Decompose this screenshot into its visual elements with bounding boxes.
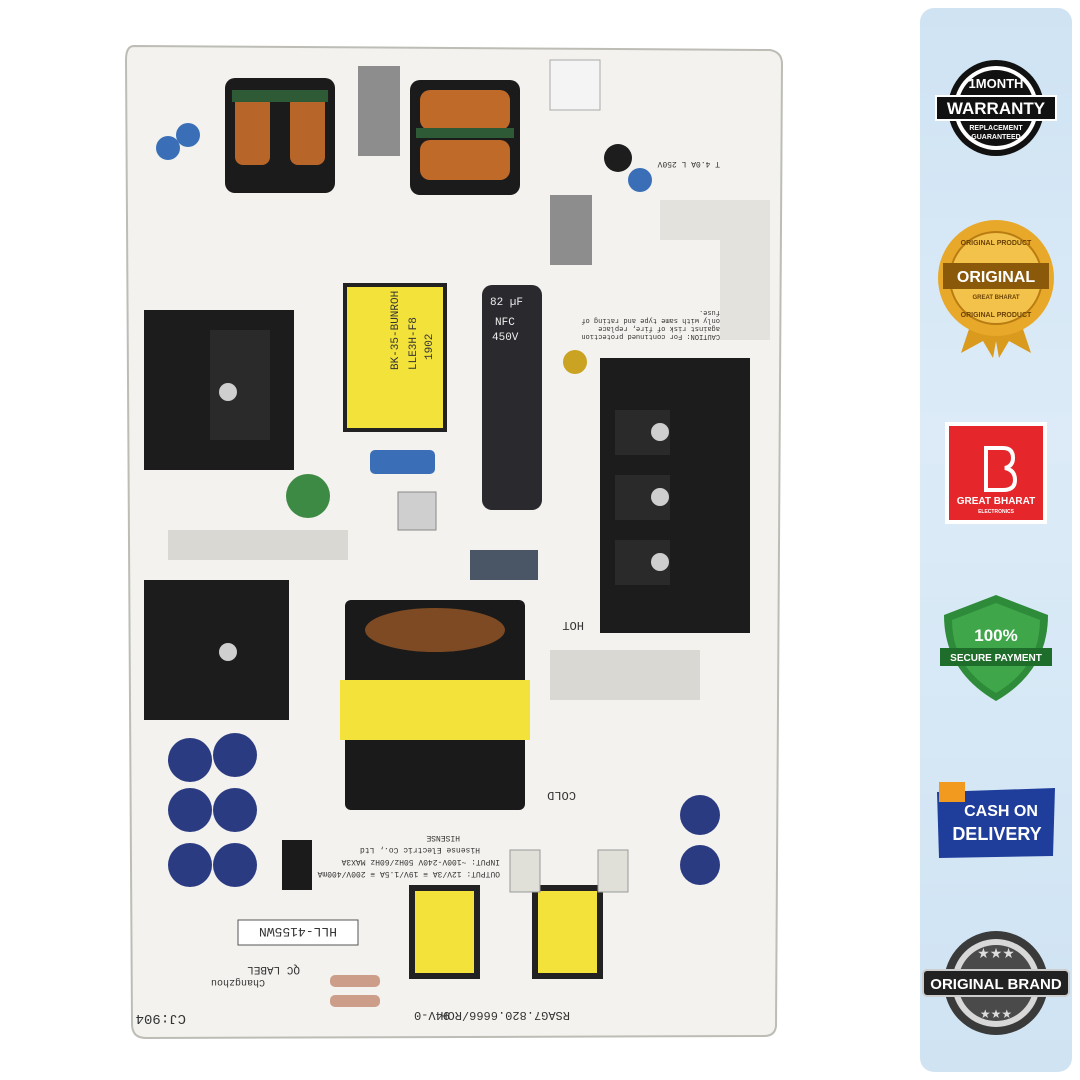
model-text: HLL-4155WN bbox=[259, 924, 337, 939]
standby-transformer bbox=[532, 885, 603, 979]
original-product-badge: ORIGINAL ORIGINAL PRODUCT GREAT BHARAT O… bbox=[920, 213, 1072, 363]
transformer-label: BK-35-BUNROH bbox=[390, 291, 402, 370]
varistor bbox=[286, 474, 330, 518]
svg-text:★★★: ★★★ bbox=[977, 945, 1015, 961]
svg-text:★★★: ★★★ bbox=[980, 1007, 1012, 1021]
corner-code: CJ:904 bbox=[136, 1010, 186, 1026]
qc-label: QC LABEL bbox=[247, 963, 300, 975]
x-capacitor bbox=[358, 66, 400, 156]
heatsink-left-bottom bbox=[144, 580, 289, 720]
resistor bbox=[330, 975, 380, 987]
brand-logo-sub: ELECTRONICS bbox=[978, 509, 1015, 515]
output-capacitors bbox=[168, 733, 257, 887]
pcb-board bbox=[124, 44, 784, 1040]
cap-brand: NFC bbox=[495, 317, 515, 329]
badge-sidebar: 1MONTH WARRANTY REPLACEMENT GUARANTEED O… bbox=[920, 8, 1072, 1072]
opto bbox=[509, 849, 541, 893]
common-mode-choke-left bbox=[225, 78, 335, 193]
cap-voltage: 450V bbox=[492, 332, 519, 344]
star-seal-icon: ★★★ ORIGINAL BRAND ★★★ bbox=[922, 931, 1070, 1035]
standby-transformer bbox=[409, 885, 480, 979]
model-sticker bbox=[237, 919, 359, 946]
output-capacitor bbox=[680, 845, 720, 885]
relay bbox=[397, 491, 437, 531]
screw bbox=[651, 423, 669, 441]
small-capacitor bbox=[563, 350, 587, 374]
screw bbox=[219, 383, 237, 401]
copper-trace-area bbox=[660, 200, 770, 340]
pcb-illustration: BK-35-BUNROH LLE3H-F8 1902 82 µF NFC 450… bbox=[124, 44, 784, 1040]
screw bbox=[219, 643, 237, 661]
brand-logo-name: GREAT BHARAT bbox=[957, 496, 1036, 507]
location-text: Changzhou bbox=[211, 976, 265, 988]
caution-text: CAUTION: For continued protection agains… bbox=[581, 308, 720, 340]
original-main: ORIGINAL bbox=[957, 269, 1035, 286]
green-shield-icon: 100% SECURE PAYMENT bbox=[940, 595, 1052, 701]
brand-line: HISENSE bbox=[426, 833, 460, 842]
secure-payment-badge: 100% SECURE PAYMENT bbox=[920, 593, 1072, 703]
silkscreen-hatch bbox=[168, 530, 348, 560]
brand-text: ORIGINAL BRAND bbox=[930, 976, 1062, 993]
output-line: OUTPUT: 12V/3A ≡ 19V/1.5A ≡ 200V/400mA bbox=[317, 869, 500, 878]
input-line: INPUT: ~100V-240V 50Hz/60Hz MAX3A bbox=[341, 857, 500, 866]
hot-label: HOT bbox=[562, 618, 584, 632]
fuse-text: T 4.0A L 250V bbox=[657, 159, 720, 168]
secure-line2: SECURE PAYMENT bbox=[950, 653, 1042, 664]
original-brand-badge: ★★★ ORIGINAL BRAND ★★★ bbox=[920, 928, 1072, 1038]
maker-line: Hisense Electric Co., Ltd bbox=[360, 845, 480, 854]
transformer-tape bbox=[340, 680, 530, 740]
warranty-line2: WARRANTY bbox=[947, 99, 1046, 118]
output-capacitor bbox=[680, 795, 720, 835]
warranty-line4: GUARANTEED bbox=[971, 134, 1020, 141]
input-connector bbox=[549, 59, 601, 111]
warranty-seal-icon: 1MONTH WARRANTY REPLACEMENT GUARANTEED bbox=[935, 60, 1057, 156]
y-capacitor bbox=[176, 123, 200, 147]
brand-logo-badge: GREAT BHARAT ELECTRONICS bbox=[920, 418, 1072, 528]
warranty-line3: REPLACEMENT bbox=[969, 125, 1023, 132]
cold-label: COLD bbox=[547, 788, 576, 802]
silkscreen-hatch bbox=[550, 650, 700, 700]
mosfet bbox=[210, 330, 270, 440]
common-mode-choke-right bbox=[410, 80, 520, 195]
original-ring-top: ORIGINAL PRODUCT bbox=[961, 240, 1032, 247]
cod-line2: DELIVERY bbox=[952, 824, 1041, 844]
film-capacitor bbox=[370, 450, 435, 474]
cap-value: 82 µF bbox=[490, 297, 523, 309]
original-ring-bottom: ORIGINAL PRODUCT bbox=[961, 312, 1032, 319]
transformer-sub: LLE3H-F8 bbox=[408, 317, 420, 370]
y-capacitor bbox=[156, 136, 180, 160]
cod-badge: CASH ON DELIVERY bbox=[920, 778, 1072, 868]
pfc-inductor bbox=[343, 283, 447, 432]
cod-box-icon: CASH ON DELIVERY bbox=[937, 782, 1055, 858]
warranty-line1: 1MONTH bbox=[969, 76, 1024, 91]
secure-line1: 100% bbox=[974, 626, 1017, 645]
transformer-code: 1902 bbox=[424, 334, 436, 360]
gold-medal-icon: ORIGINAL ORIGINAL PRODUCT GREAT BHARAT O… bbox=[938, 220, 1054, 358]
bridge-rectifier-2 bbox=[470, 550, 538, 580]
original-sub: GREAT BHARAT bbox=[972, 295, 1019, 301]
copper-winding bbox=[365, 608, 505, 652]
bulk-capacitor bbox=[482, 285, 542, 510]
bridge-rectifier bbox=[604, 144, 632, 172]
x-capacitor-2 bbox=[550, 195, 592, 265]
opto bbox=[597, 849, 629, 893]
rating-text: 94V-0 bbox=[414, 1008, 450, 1022]
warranty-badge: 1MONTH WARRANTY REPLACEMENT GUARANTEED bbox=[920, 58, 1072, 158]
y-capacitor bbox=[628, 168, 652, 192]
b-logo-icon: GREAT BHARAT ELECTRONICS bbox=[945, 422, 1047, 524]
cod-line1: CASH ON bbox=[964, 803, 1038, 820]
resistor bbox=[330, 995, 380, 1007]
part-number: RSAG7.820.6666/ROH bbox=[440, 1008, 570, 1022]
screw bbox=[651, 553, 669, 571]
regulator-small bbox=[282, 840, 312, 890]
power-supply-board: BK-35-BUNROH LLE3H-F8 1902 82 µF NFC 450… bbox=[120, 40, 790, 1040]
screw bbox=[651, 488, 669, 506]
